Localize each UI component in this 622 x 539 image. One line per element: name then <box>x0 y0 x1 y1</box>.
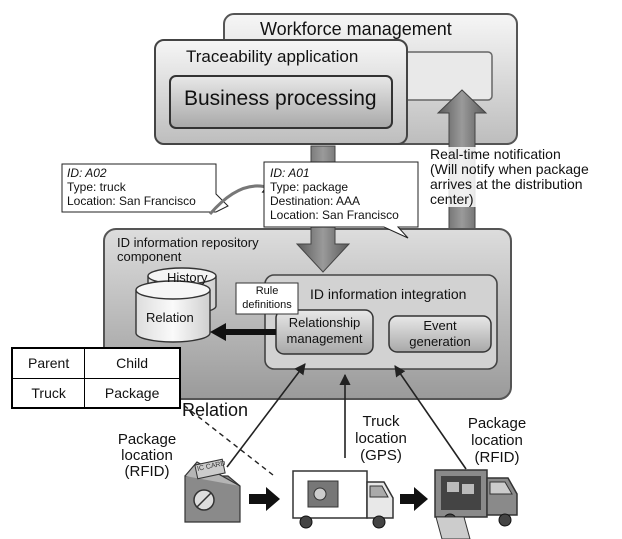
note-a01-location: Location: San Francisco <box>270 208 399 222</box>
realtime-line-4: center) <box>430 191 474 207</box>
relationship-management-label: Relationship management <box>276 315 373 347</box>
relation-table-cell: Child <box>84 347 181 379</box>
note-a01: ID: A01 Type: package Destination: AAA L… <box>270 166 399 222</box>
note-a02: ID: A02 Type: truck Location: San Franci… <box>67 166 196 208</box>
note-a02-type: Type: truck <box>67 180 126 194</box>
event-generation-label: Event generation <box>389 318 491 350</box>
package-location-right-label: Package location (RFID) <box>460 415 534 466</box>
package-location-left-label: Package location (RFID) <box>104 432 190 480</box>
flow-arrow-1 <box>249 487 280 511</box>
realtime-line-3: arrives at the distribution <box>430 176 583 192</box>
pkg-right-line-3: (RFID) <box>474 449 520 466</box>
sensor-arrow-left <box>226 363 306 468</box>
realtime-line-2: (Will notify when package <box>430 161 589 177</box>
pkg-right-line-1: Package <box>467 415 527 432</box>
note-a01-destination: Destination: AAA <box>270 194 361 208</box>
distribution-truck-icon <box>434 469 518 539</box>
rule-definitions-label: Rule definitions <box>237 284 297 312</box>
pkg-left-line-2: location <box>121 447 173 464</box>
callout-a02 <box>61 163 285 215</box>
relation-store-arrow <box>210 323 276 341</box>
id-integration-label: ID information integration <box>310 286 467 302</box>
event-line-2: generation <box>409 334 471 349</box>
pkg-left-line-3: (RFID) <box>124 463 170 480</box>
relation-table-cell: Truck <box>11 377 86 409</box>
flow-arrow-2 <box>400 487 428 511</box>
package-box-icon <box>184 458 241 523</box>
truck-loc-line-1: Truck <box>362 413 400 430</box>
rel-mgmt-line-2: management <box>286 331 363 346</box>
rule-line-2: definitions <box>242 299 292 311</box>
rel-mgmt-line-1: Relationship <box>288 315 361 330</box>
history-label: History <box>167 270 208 285</box>
relation-table-header-row: Parent Child <box>11 347 181 379</box>
rule-definitions-box <box>235 282 299 315</box>
repository-title: ID information repository component <box>117 236 259 264</box>
relation-database <box>135 280 211 343</box>
relation-label: Relation <box>182 400 249 420</box>
truck-icon <box>292 470 394 529</box>
rule-line-1: Rule <box>255 285 279 297</box>
realtime-notification-label: Real-time notification (Will notify when… <box>430 147 589 207</box>
relation-table: Parent Child Truck Package <box>11 347 181 409</box>
pkg-right-line-2: location <box>471 432 523 449</box>
note-a02-location: Location: San Francisco <box>67 194 196 208</box>
note-a01-id: ID: A01 <box>270 166 310 180</box>
event-generation-box <box>388 315 492 353</box>
pkg-left-line-1: Package <box>117 431 177 448</box>
sensor-arrow-right <box>394 365 467 470</box>
realtime-line-1: Real-time notification <box>430 146 561 162</box>
truck-location-label: Truck location (GPS) <box>346 413 416 464</box>
repository-title-line-1: ID information repository <box>117 235 259 250</box>
relation-table-cell: Parent <box>11 347 86 379</box>
note-a01-type: Type: package <box>270 180 349 194</box>
relation-table-row: Truck Package <box>11 377 181 409</box>
business-processing-label: Business processing <box>184 87 377 110</box>
relation-db-label: Relation <box>146 310 194 325</box>
truck-loc-line-2: location <box>355 430 407 447</box>
relation-dashed-line <box>167 392 274 476</box>
relation-table-cell: Package <box>84 377 181 409</box>
traceability-application-title: Traceability application <box>186 47 359 66</box>
repository-title-line-2: component <box>117 249 182 264</box>
event-line-1: Event <box>423 318 457 333</box>
note-a02-id: ID: A02 <box>67 166 107 180</box>
truck-loc-line-3: (GPS) <box>360 447 402 464</box>
callout-a01 <box>263 161 419 239</box>
traceability-application-box <box>154 39 408 145</box>
workforce-management-title: Workforce management <box>260 19 452 39</box>
